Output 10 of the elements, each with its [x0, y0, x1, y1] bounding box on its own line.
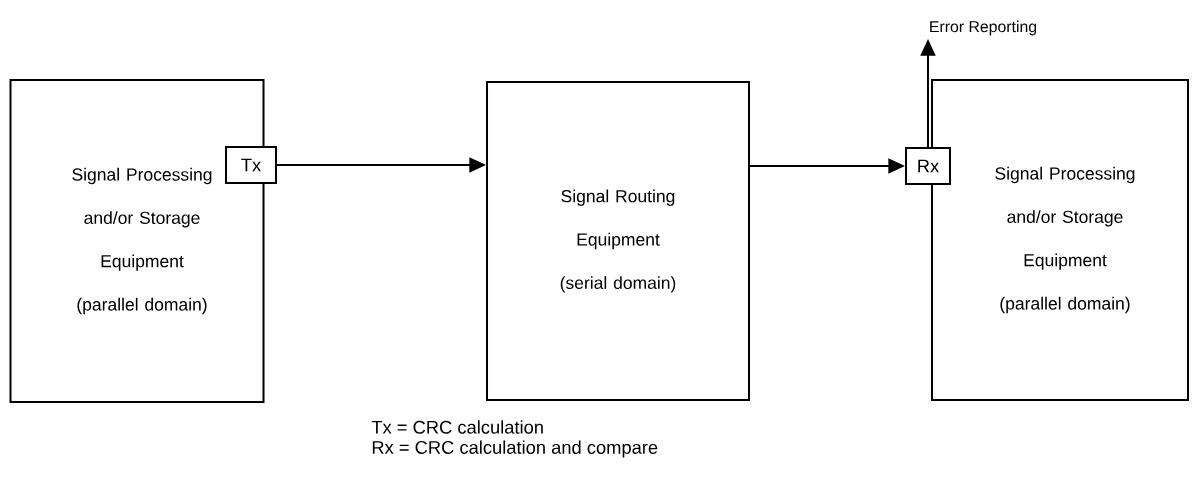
legend-note: Rx = CRC calculation and compare [372, 440, 658, 458]
legend-note: Tx = CRC calculation [371, 420, 543, 434]
node-label: Signal Processing and/or Storage Equipment (parallel domain) [995, 166, 1135, 314]
port-box: Tx [225, 146, 277, 184]
node-label: Signal Processing and/or Storage Equipment (parallel domain) [72, 167, 212, 315]
equipment-box [486, 81, 750, 401]
output-label: Error Reporting [930, 20, 1037, 36]
node-label: Signal Routing Equipment (serial domain) [560, 189, 676, 293]
port-box: Rx [905, 147, 951, 185]
equipment-box [9, 79, 265, 403]
